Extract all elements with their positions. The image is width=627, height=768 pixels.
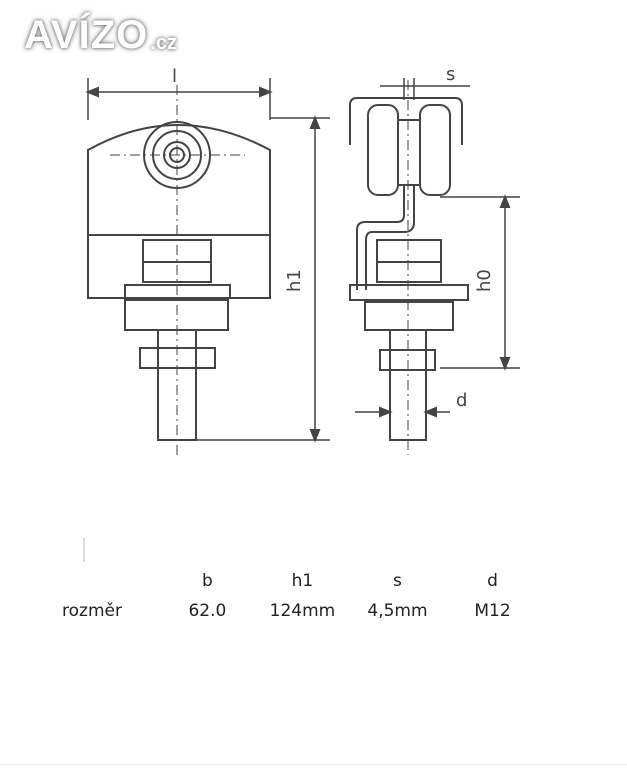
label-d: d	[456, 390, 467, 411]
label-h1: h1	[284, 269, 305, 292]
shaft	[157, 329, 197, 441]
avizo-logo: AVÍZO .cz	[24, 14, 177, 56]
header-cell: d	[487, 571, 498, 591]
header-cell: s	[393, 571, 402, 591]
table-cell: 4,5mm	[367, 601, 428, 621]
wheel-right	[419, 104, 451, 196]
bracket	[349, 97, 463, 145]
front-view: l h1	[85, 66, 330, 455]
header-cell: b	[201, 571, 213, 591]
label-l: l	[172, 66, 177, 87]
technical-drawing: l h1 s	[85, 64, 520, 455]
wheel-left	[367, 104, 399, 196]
row-label: rozměr	[62, 601, 122, 621]
table-cell: 124mm	[269, 601, 336, 621]
label-h0: h0	[474, 269, 495, 292]
table-header-row: b h1 s d	[40, 566, 540, 596]
dimension-table: b h1 s d rozměr 62.0 124mm 4,5mm M12	[40, 566, 540, 626]
side-shaft	[389, 329, 427, 441]
header-cell: h1	[291, 571, 314, 591]
bottom-divider	[0, 764, 627, 765]
table-row: rozměr 62.0 124mm 4,5mm M12	[40, 596, 540, 626]
divider	[83, 538, 85, 562]
logo-tld: .cz	[150, 32, 177, 54]
logo-main: AVÍZO	[24, 13, 149, 57]
label-s: s	[446, 64, 455, 85]
body-plate	[87, 124, 271, 299]
table-cell: M12	[474, 601, 511, 621]
side-view: s h0 d	[349, 64, 520, 455]
table-cell: 62.0	[188, 601, 227, 621]
